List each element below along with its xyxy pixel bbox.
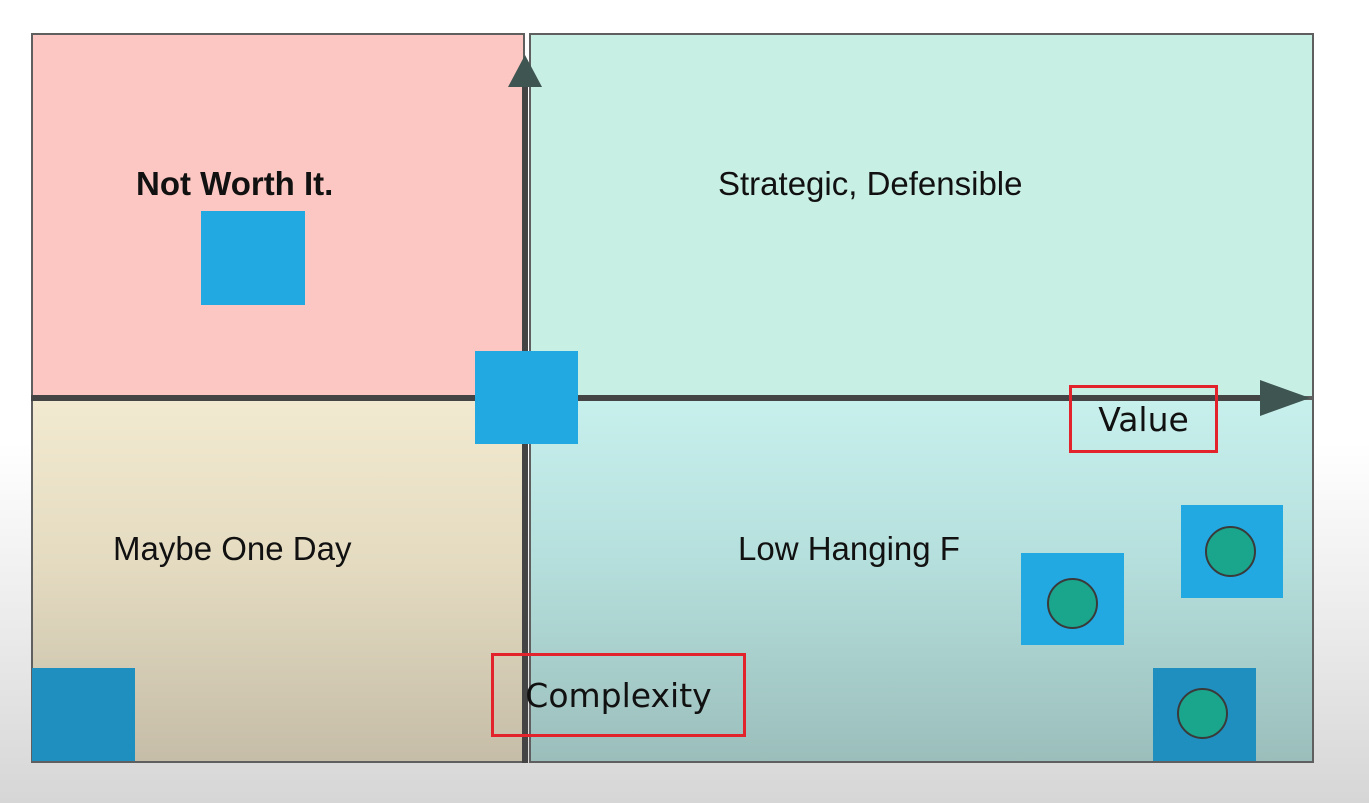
- square-marker-bottom-left: [32, 668, 135, 761]
- circle-marker: [1205, 526, 1256, 577]
- square-marker-with-circle-3: [1153, 668, 1256, 761]
- vertical-axis-arrowhead: [508, 55, 542, 87]
- horizontal-axis-arrowhead: [1260, 380, 1310, 416]
- quadrant-top-right: [529, 33, 1314, 398]
- square-marker-with-circle-2: [1181, 505, 1283, 598]
- square-marker-center: [475, 351, 578, 444]
- quadrant-label-top-left: Not Worth It.: [136, 165, 334, 202]
- circle-marker: [1177, 688, 1228, 739]
- value-axis-label: Value: [1069, 385, 1218, 453]
- complexity-axis-label: Complexity: [491, 653, 746, 737]
- square-marker-top-left: [201, 211, 305, 305]
- quadrant-matrix: [31, 33, 1314, 763]
- quadrant-label-bottom-right: Low Hanging F: [738, 530, 960, 567]
- square-marker-with-circle-1: [1021, 553, 1124, 645]
- quadrant-label-bottom-left: Maybe One Day: [113, 530, 352, 567]
- circle-marker: [1047, 578, 1098, 629]
- quadrant-label-top-right: Strategic, Defensible: [718, 165, 1023, 202]
